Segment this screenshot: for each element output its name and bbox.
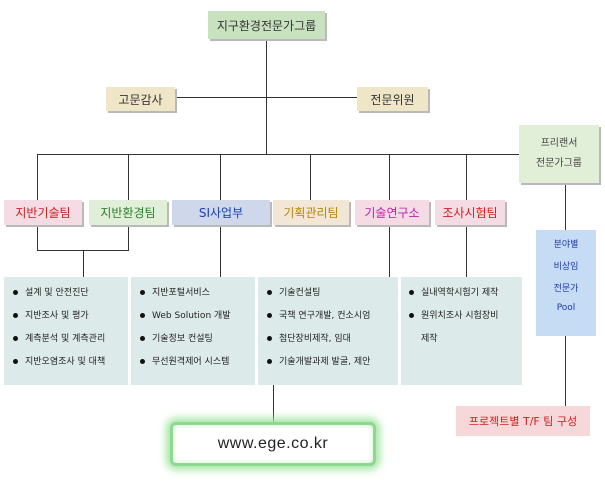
list-item: 지반조사 및 평가 <box>11 310 128 333</box>
project-tf-box: 프로젝트별 T/F 팀 구성 <box>456 406 590 436</box>
expert-pool-line3: 전문가 <box>553 284 579 294</box>
connector-dept-4 <box>310 154 311 200</box>
connector-dept-5 <box>389 154 390 200</box>
services-list-4: 실내역학시험기 제작 원위치조사 시험장비 제작 <box>407 287 522 356</box>
dept-si: SI사업부 <box>172 200 270 225</box>
list-item: 기술개발과제 발굴, 제안 <box>265 356 398 379</box>
connector-dept-6 <box>466 154 467 200</box>
services-panel-4: 실내역학시험기 제작 원위치조사 시험장비 제작 <box>401 277 522 385</box>
services-list-3: 기술컨설팅 국책 연구개발, 컨소시엄 첨단장비제작, 임대 기술개발과제 발굴… <box>265 287 398 379</box>
connector-advisory-horizontal <box>175 97 357 98</box>
website-link[interactable]: www.ege.co.kr <box>170 422 376 466</box>
freelancer-label-line2: 전문가그룹 <box>536 158 582 169</box>
expert-pool-box <box>536 230 596 336</box>
list-item: 국책 연구개발, 컨소시엄 <box>265 310 398 333</box>
list-item: 지반오염조사 및 대책 <box>11 356 128 379</box>
list-item: 실내역학시험기 제작 <box>407 287 522 310</box>
connector-pool-project <box>565 336 566 406</box>
services-panel-1: 설계 및 안전진단 지반조사 및 평가 계측분석 및 계측관리 지반오염조사 및… <box>4 277 128 385</box>
services-list-2: 지반포털서비스 Web Solution 개발 기술정보 컨설팅 무선원격제어 … <box>138 287 255 379</box>
expert-pool-line2: 비상임 <box>553 262 579 272</box>
list-item: 원위치조사 시험장비 <box>407 310 522 333</box>
list-item: 계측분석 및 계측관리 <box>11 333 128 356</box>
list-item: 설계 및 안전진단 <box>11 287 128 310</box>
connector-dept-1 <box>37 154 38 200</box>
services-panel-2: 지반포털서비스 Web Solution 개발 기술정보 컨설팅 무선원격제어 … <box>131 277 255 385</box>
connector-freelancer <box>565 154 566 230</box>
advisory-box-right: 전문위원 <box>357 87 428 111</box>
connector-website <box>273 385 274 424</box>
expert-pool-line1: 분야별 <box>553 240 579 250</box>
dept-survey-test: 조사시험팀 <box>435 200 505 225</box>
connector-panel2 <box>220 224 221 277</box>
connector-panel3 <box>389 224 390 277</box>
list-item: Web Solution 개발 <box>138 310 255 333</box>
list-item: 제작 <box>421 334 438 344</box>
connector-panel4 <box>466 224 467 277</box>
connector-ground-down <box>37 224 38 250</box>
freelancer-label-line1: 프리랜서 <box>540 138 578 149</box>
services-panel-3: 기술컨설팅 국책 연구개발, 컨소시엄 첨단장비제작, 임대 기술개발과제 발굴… <box>258 277 398 385</box>
org-top-node: 지구환경전문가그룹 <box>208 11 325 39</box>
freelancer-group-box: 프리랜서 전문가그룹 <box>519 125 599 183</box>
connector-dept-horizontal <box>37 154 573 155</box>
expert-pool-line4: Pool <box>556 303 576 313</box>
list-item: 기술컨설팅 <box>265 287 398 310</box>
list-item: 지반포털서비스 <box>138 287 255 310</box>
connector-panel1 <box>83 250 84 277</box>
dept-ground-tech: 지반기술팀 <box>4 200 82 225</box>
connector-top-vertical <box>266 39 267 154</box>
list-item: 첨단장비제작, 임대 <box>265 333 398 356</box>
connector-dept-2 <box>128 154 129 200</box>
dept-ground-env: 지반환경팀 <box>89 200 167 225</box>
dept-research-lab: 기술연구소 <box>355 200 429 225</box>
list-item: 무선원격제어 시스템 <box>138 356 255 379</box>
services-list-1: 설계 및 안전진단 지반조사 및 평가 계측분석 및 계측관리 지반오염조사 및… <box>11 287 128 379</box>
connector-env-down <box>128 224 129 250</box>
connector-dept-3 <box>220 154 221 200</box>
advisory-box-left: 고문감사 <box>106 87 175 111</box>
list-item: 기술정보 컨설팅 <box>138 333 255 356</box>
dept-planning: 기획관리팀 <box>273 200 349 225</box>
